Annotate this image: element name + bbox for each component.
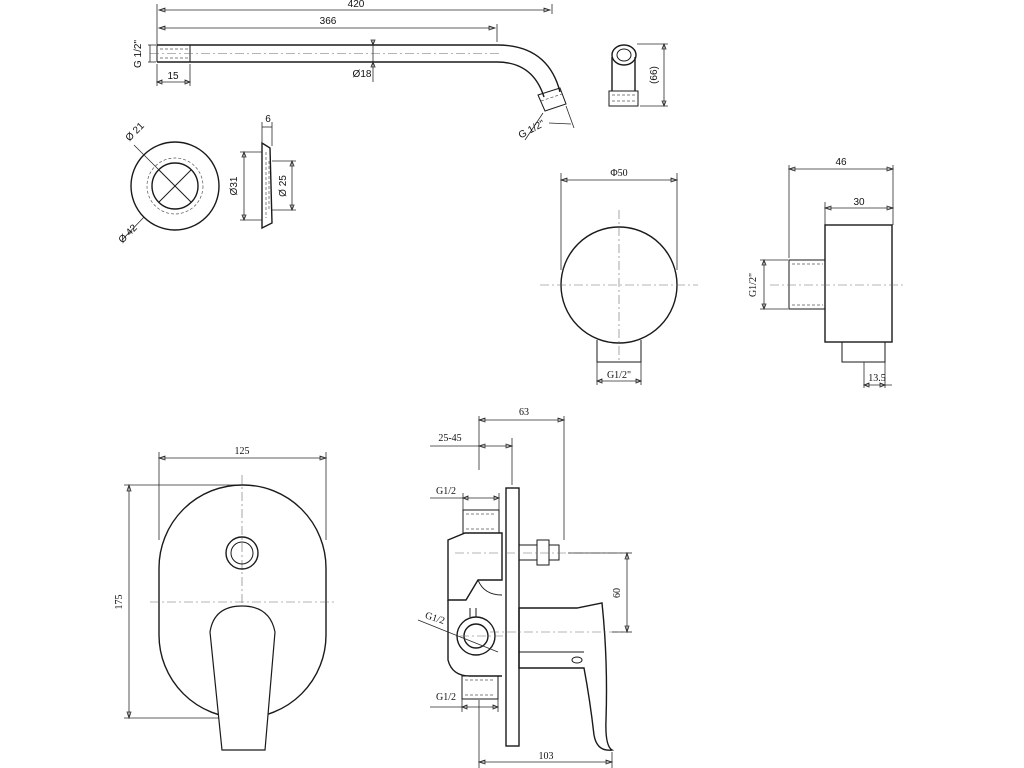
dim-outlet-depth-total: 46	[835, 157, 847, 168]
dim-flange-outer: Ø 42	[117, 222, 140, 245]
mixer-plate-front-view: 125 175	[114, 446, 335, 751]
dim-valve-inlet-mid: G1/2	[424, 610, 446, 627]
dim-arm-total: 420	[348, 0, 365, 10]
mixer-side-view: 63 25-45	[417, 407, 632, 768]
dim-outlet-body-depth: 30	[853, 197, 865, 208]
wall-outlet-side-view: 46 30 G1/2" 13.5	[748, 157, 905, 388]
dim-arm-thread-length: 15	[167, 71, 179, 82]
dim-flange-thickness: 6	[265, 114, 271, 125]
elbow-detail-view: (66)	[608, 42, 668, 108]
dim-outlet-diameter: Φ50	[610, 168, 627, 179]
dim-valve-inlet-top: G1/2	[436, 486, 456, 497]
dim-outlet-side-thread: G1/2"	[748, 273, 759, 297]
dim-flange-d31: Ø31	[229, 176, 240, 195]
dim-outlet-offset: 13.5	[868, 373, 886, 384]
shower-arm-view: 420 366 G 1/2" 15 Ø18	[133, 0, 575, 141]
wall-outlet-front-view: Φ50 G1/2"	[540, 168, 698, 385]
dim-arm-straight: 366	[320, 16, 337, 27]
dim-flange-inner: Ø 21	[124, 120, 147, 143]
wall-flange-front-view: Ø 21 Ø 42	[117, 120, 220, 246]
dim-plate-width: 125	[235, 446, 250, 457]
dim-arm-thread-left: G 1/2"	[133, 40, 144, 68]
dim-elbow-height: (66)	[649, 66, 660, 84]
dim-valve-lever-projection: 103	[539, 751, 554, 762]
wall-flange-side-view: 6 Ø31 Ø 25	[229, 114, 296, 230]
dim-valve-axis-spacing: 60	[612, 588, 623, 598]
dim-valve-wall-range: 25-45	[438, 433, 461, 444]
dim-arm-thread-right: G 1/2"	[517, 118, 547, 141]
dim-flange-d25: Ø 25	[278, 175, 289, 197]
dim-valve-inlet-bottom: G1/2	[436, 692, 456, 703]
dim-valve-depth: 63	[519, 407, 529, 418]
dim-plate-height: 175	[114, 595, 125, 610]
dim-outlet-thread: G1/2"	[607, 370, 631, 381]
dim-arm-diameter: Ø18	[353, 69, 372, 80]
